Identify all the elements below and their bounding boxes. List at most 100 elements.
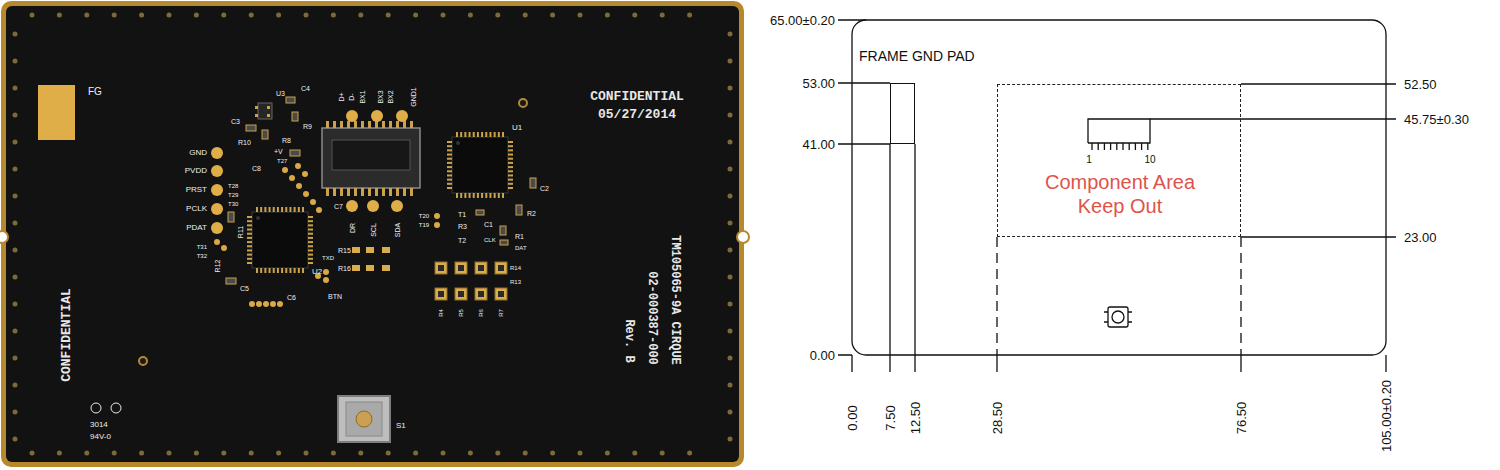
- ic-pin: [247, 216, 252, 218]
- edge-via: [194, 451, 199, 456]
- edge-via: [386, 451, 391, 456]
- ic-lead: [255, 106, 258, 109]
- test-point: [296, 183, 302, 189]
- edge-via: [632, 13, 637, 18]
- connector-pin: [403, 121, 406, 128]
- silkscreen-label: C3: [231, 118, 240, 125]
- ic-pin: [308, 254, 313, 256]
- silkscreen-label: U2: [312, 268, 322, 276]
- connector-symbol: [1088, 119, 1150, 143]
- ic-pin: [308, 229, 313, 231]
- ic-pin: [447, 145, 452, 147]
- solder-pad: [455, 288, 467, 300]
- ic-pin: [294, 268, 296, 273]
- silkscreen-label: C7: [334, 203, 343, 210]
- ic-pin: [285, 207, 287, 212]
- passive-component: [228, 212, 234, 222]
- ic-pin: [508, 158, 513, 160]
- silkscreen-label: C1: [484, 221, 493, 228]
- silkscreen-label: R13: [510, 279, 521, 285]
- silkscreen-text: Rev. B: [623, 319, 635, 362]
- pad-center: [498, 291, 504, 297]
- silkscreen-label: R3: [458, 223, 467, 230]
- connector-pin: [1116, 143, 1117, 150]
- ic-pin: [447, 162, 452, 164]
- edge-via: [13, 275, 18, 280]
- ic-pin: [247, 262, 252, 264]
- test-point: [434, 213, 440, 219]
- dimension-value: 23.00: [1404, 231, 1437, 244]
- ic-pin: [508, 154, 513, 156]
- edge-via: [495, 13, 500, 18]
- ic-pin: [247, 237, 252, 239]
- edge-via: [687, 451, 692, 456]
- connector-pin: [368, 121, 371, 128]
- pin-one-mark: [456, 141, 460, 145]
- area-label: Component Area Keep Out: [1037, 170, 1203, 218]
- frame-ground-pad: FRAME GND PAD: [890, 83, 915, 144]
- solder-pad: [435, 262, 507, 300]
- edge-via: [468, 451, 473, 456]
- solder-pad: [475, 262, 487, 274]
- ic-pin: [447, 141, 452, 143]
- edge-via: [57, 451, 62, 456]
- edge-via: [13, 221, 18, 226]
- pad-center: [438, 265, 504, 297]
- dimension-value: 45.75±0.30: [1404, 113, 1469, 126]
- ic-pin: [256, 268, 258, 273]
- resistor-pad: [366, 265, 374, 271]
- silkscreen-text: TM105065-9A CIRQUE: [669, 235, 681, 365]
- silkscreen-label: BX3: [377, 90, 384, 103]
- ul-mark: [91, 403, 101, 413]
- resistor-pad: [382, 247, 390, 253]
- silkscreen-label: C2: [540, 185, 549, 192]
- connector-pin: [326, 188, 329, 196]
- silkscreen-label: T19: [419, 222, 429, 228]
- connector-pin: [382, 188, 385, 196]
- test-point: [214, 163, 440, 307]
- connector-pin: [396, 188, 399, 196]
- ic-pin: [308, 216, 313, 218]
- edge-via: [13, 140, 18, 145]
- silkscreen-label: CLK: [484, 237, 496, 243]
- silkscreen-label: T28: [228, 183, 238, 189]
- ic-pin: [247, 249, 252, 251]
- edge-via: [728, 356, 733, 361]
- ic-pin: [477, 193, 479, 198]
- ic-pin: [508, 174, 513, 176]
- test-point: [323, 277, 329, 283]
- ic-pin: [277, 207, 279, 212]
- connector-pin: [361, 188, 364, 196]
- edge-via: [194, 13, 199, 18]
- silkscreen-label: R1: [515, 233, 524, 240]
- connector-pin: [389, 121, 392, 128]
- connector-pin: [1147, 143, 1148, 150]
- edge-via: [495, 451, 500, 456]
- silkscreen-label: R8: [282, 137, 291, 144]
- silkscreen-label: T29: [228, 192, 238, 198]
- test-pad: [211, 147, 223, 159]
- edge-via: [550, 13, 555, 18]
- edge-via: [441, 451, 446, 456]
- test-point: [221, 245, 227, 251]
- silkscreen-label: R4: [438, 309, 444, 317]
- edge-via: [728, 329, 733, 334]
- connector-pin: [368, 188, 371, 196]
- ic-pin: [277, 268, 279, 273]
- silkscreen-label: C4: [301, 85, 310, 92]
- ic-pin: [508, 166, 513, 168]
- passive-component: [516, 205, 522, 215]
- edge-via: [578, 13, 583, 18]
- dimension-line: [1150, 84, 1396, 237]
- ic-pin: [485, 193, 487, 198]
- silkscreen-label: R9: [303, 123, 312, 130]
- edge-via: [728, 86, 733, 91]
- ic-pin: [464, 132, 466, 137]
- test-point: [302, 171, 308, 177]
- solder-pad: [435, 262, 447, 274]
- connector-pin: [1122, 143, 1123, 150]
- ic-pin: [464, 193, 466, 198]
- silkscreen-label: 94V-0: [90, 433, 111, 441]
- ic-pin: [273, 268, 275, 273]
